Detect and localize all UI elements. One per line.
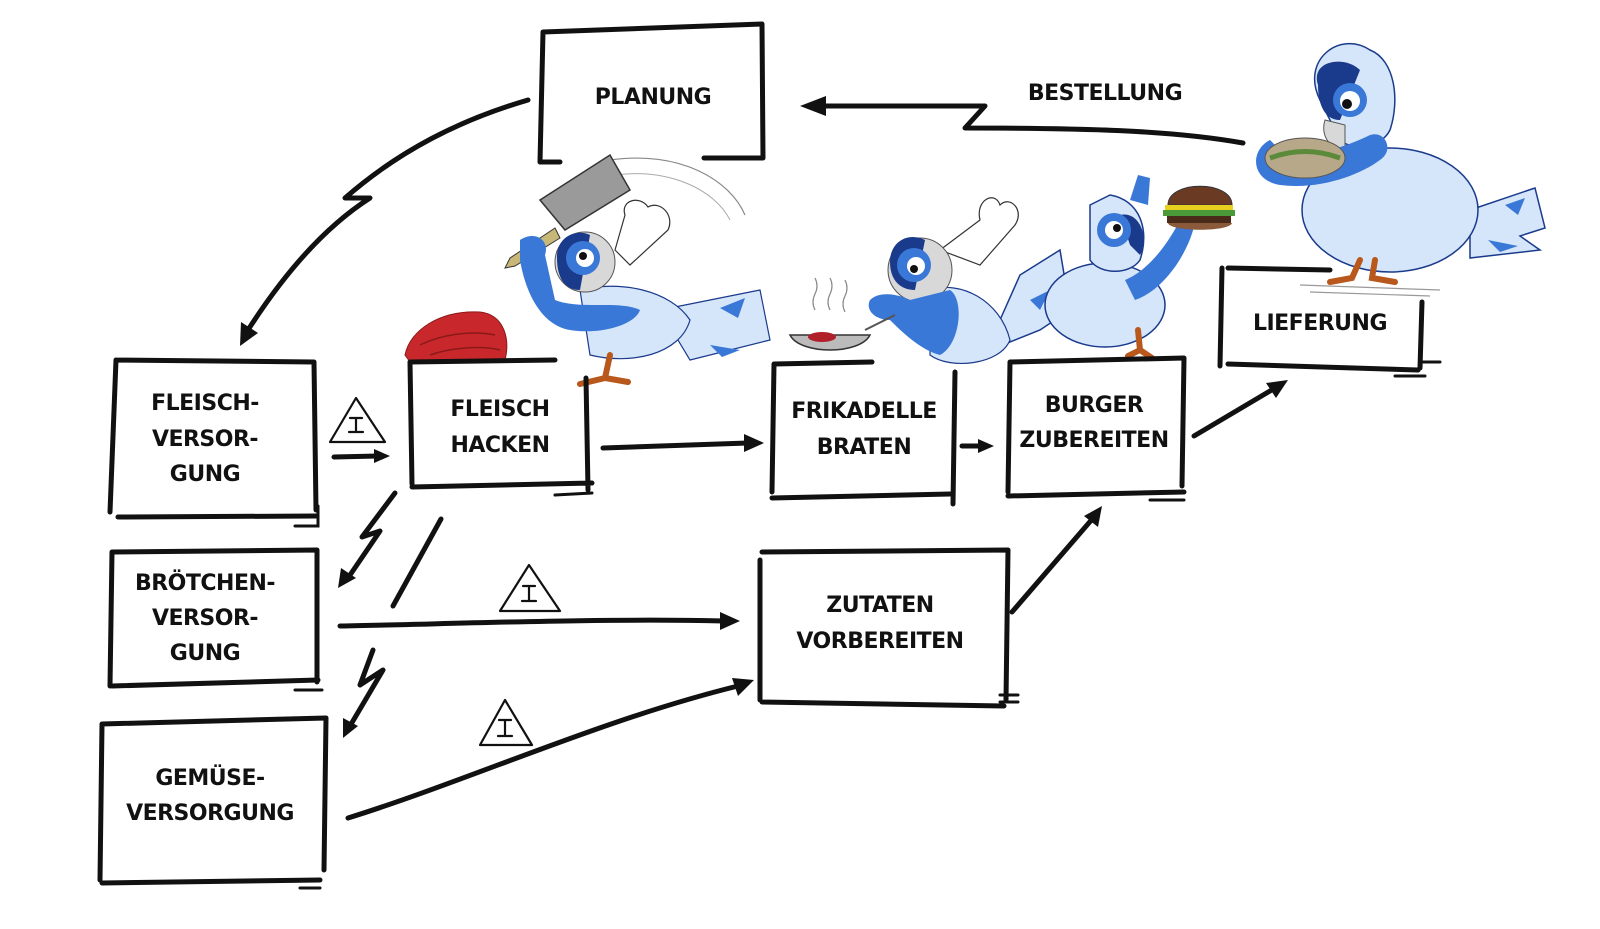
edge-bestellung: BESTELLUNG — [800, 81, 1246, 146]
arrowhead — [1084, 506, 1102, 527]
node-label: ZUTATEN — [826, 593, 933, 618]
node-zutaten-vorbereiten[interactable]: ZUTATEN VORBEREITEN — [757, 547, 1020, 709]
inventory-triangle-icon — [478, 698, 534, 747]
arrowhead — [240, 322, 258, 346]
arrowhead — [374, 449, 390, 463]
edge-info-broetchen-to-gemuese — [343, 647, 386, 738]
arrowhead — [343, 718, 358, 738]
decorative-slash — [390, 516, 444, 609]
node-label: VERSOR- — [152, 427, 258, 452]
inventory-triangle-icon — [328, 396, 387, 444]
node-label: HACKEN — [450, 433, 549, 458]
edge-burger-to-lieferung — [1191, 380, 1288, 439]
node-label: VORBEREITEN — [796, 629, 963, 654]
arrowhead — [744, 434, 764, 452]
edge-info-fleisch-hacken-to-broetchen — [338, 490, 398, 588]
node-label: GUNG — [170, 641, 240, 666]
node-label: PLANUNG — [595, 85, 711, 110]
node-broetchen-versorgung[interactable]: BRÖTCHEN- VERSOR- GUNG — [107, 547, 324, 692]
node-frikadelle-braten[interactable]: FRIKADELLE BRATEN — [769, 359, 958, 507]
edge-gemuese-to-zutaten — [345, 678, 754, 821]
node-label: GUNG — [170, 462, 240, 487]
arrowhead — [338, 568, 356, 588]
illustration-chef-chopping — [404, 153, 771, 387]
inventory-triangle-icon — [498, 563, 562, 613]
edge-fleisch-hacken-to-frikadelle — [600, 434, 764, 452]
edge-frikadelle-to-burger — [959, 439, 994, 453]
node-burger-zubereiten[interactable]: BURGER ZUBEREITEN — [1005, 355, 1187, 502]
node-lieferung[interactable]: LIEFERUNG — [1217, 265, 1442, 378]
node-fleisch-hacken[interactable]: FLEISCH HACKEN — [407, 357, 595, 497]
edge-zutaten-to-burger — [1009, 506, 1102, 615]
node-fleisch-versorgung[interactable]: FLEISCH- VERSOR- GUNG — [107, 357, 320, 528]
node-label: ZUBEREITEN — [1019, 428, 1168, 453]
edge-broetchen-to-zutaten — [337, 563, 740, 630]
arrowhead — [978, 439, 994, 453]
node-label: BRÖTCHEN- — [135, 570, 275, 596]
edge-fleisch-versorgung-to-fleisch-hacken — [328, 396, 390, 463]
node-label: FLEISCH- — [151, 391, 259, 416]
arrowhead — [720, 612, 740, 630]
node-label: BURGER — [1045, 393, 1144, 418]
edge-planung-to-fleisch-versorgung — [240, 97, 531, 346]
illustration-bird-holding-burger — [988, 175, 1235, 361]
edge-label-bestellung: BESTELLUNG — [1028, 81, 1182, 106]
node-label: FLEISCH — [450, 397, 549, 422]
node-label: BRATEN — [817, 435, 911, 460]
node-gemuese-versorgung[interactable]: GEMÜSE- VERSORGUNG — [97, 715, 329, 890]
node-label: LIEFERUNG — [1253, 311, 1387, 336]
node-label: GEMÜSE- — [155, 765, 264, 791]
illustration-chef-frying — [788, 197, 1019, 365]
arrowhead — [800, 96, 826, 116]
node-planung[interactable]: PLANUNG — [537, 21, 766, 165]
illustration-bird-eating — [1256, 43, 1546, 297]
node-label: FRIKADELLE — [791, 399, 937, 424]
node-label: VERSORGUNG — [126, 801, 294, 826]
arrowhead — [1266, 380, 1288, 398]
node-label: VERSOR- — [152, 606, 258, 631]
arrowhead — [732, 678, 754, 696]
